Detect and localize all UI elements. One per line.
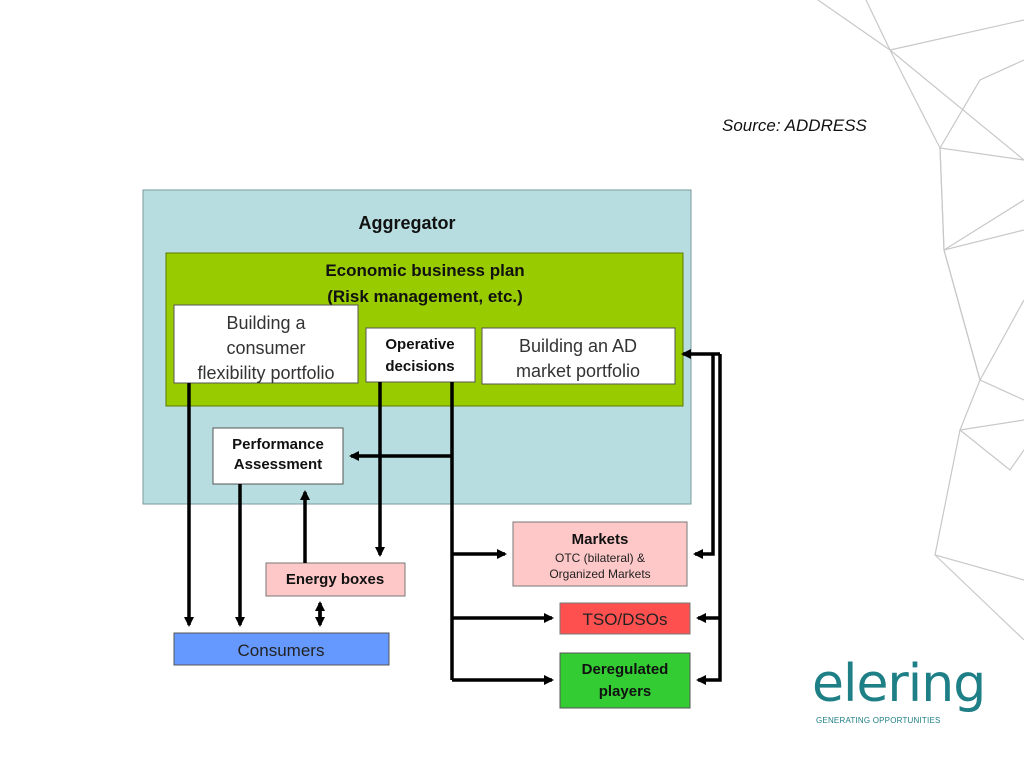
markets-title: Markets: [572, 531, 629, 548]
logo-wordmark: elering: [812, 654, 986, 714]
business-plan-line2: (Risk management, etc.): [327, 287, 523, 306]
connectors: [184, 349, 722, 685]
consumers-label: Consumers: [238, 641, 325, 660]
markets-line3: Organized Markets: [549, 567, 650, 581]
markets-box: [512, 521, 688, 587]
energy-boxes-label: Energy boxes: [286, 571, 384, 588]
markets-line2: OTC (bilateral) &: [555, 551, 645, 565]
performance-line2: Assessment: [234, 456, 322, 473]
business-plan-line1: Economic business plan: [325, 261, 524, 280]
feedback-deregulated: [696, 354, 722, 685]
ad-portfolio-line2: market portfolio: [516, 361, 640, 381]
deregulated-line2: players: [599, 683, 652, 700]
aggregator-title: Aggregator: [358, 213, 455, 233]
deregulated-box: [559, 652, 691, 709]
performance-line1: Performance: [232, 436, 324, 453]
consumers-box: [173, 632, 390, 666]
ad-portfolio-line1: Building an AD: [519, 336, 637, 356]
consumer-portfolio-line3: flexibility portfolio: [197, 363, 334, 383]
tso-box: [559, 602, 691, 635]
source-caption: Source: ADDRESS: [722, 116, 867, 135]
energy-boxes-box: [265, 562, 406, 597]
ad-portfolio-box: [481, 327, 676, 385]
operative-line1: Operative: [385, 336, 454, 353]
elering-logo: elering GENERATING OPPORTUNITIES: [812, 654, 986, 730]
feedback-markets: [693, 354, 715, 559]
operative-line2: decisions: [385, 358, 454, 375]
consumer-portfolio-line2: consumer: [226, 338, 305, 358]
logo-tagline: GENERATING OPPORTUNITIES: [816, 716, 941, 725]
consumer-portfolio-box: [173, 304, 359, 384]
deregulated-line1: Deregulated: [582, 661, 669, 678]
consumer-portfolio-line1: Building a: [226, 313, 306, 333]
operative-box: [365, 327, 476, 383]
performance-box: [212, 427, 344, 485]
tso-label: TSO/DSOs: [582, 610, 667, 629]
